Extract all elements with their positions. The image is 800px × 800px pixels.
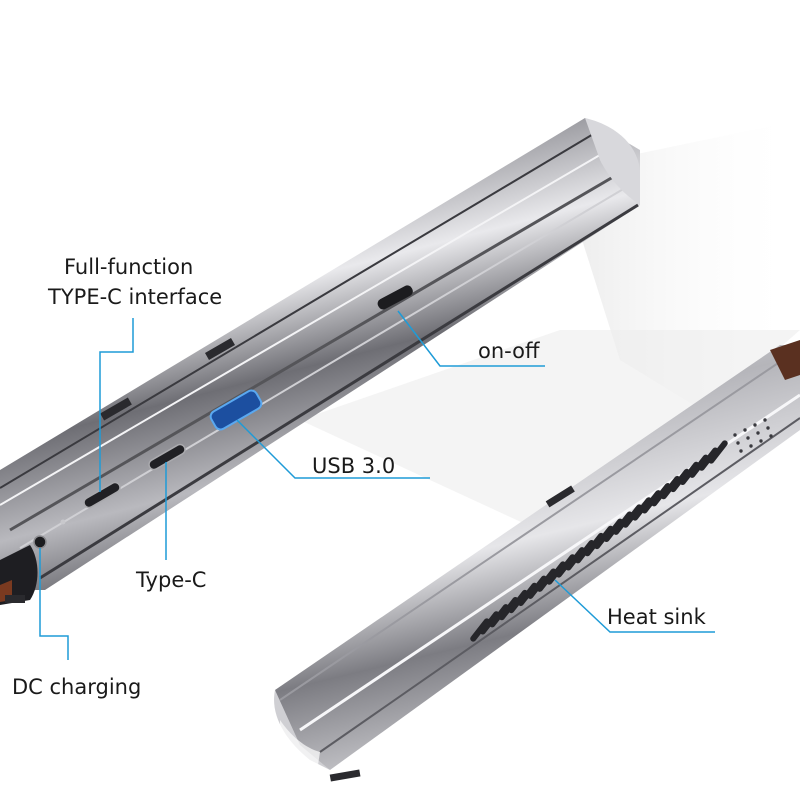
leader-on-off [397, 310, 545, 367]
leader-usb [236, 419, 430, 479]
label-heat-sink: Heat sink [607, 605, 706, 629]
label-on-off: on-off [478, 339, 540, 363]
device-shadow-2 [300, 330, 800, 540]
vent-slot [708, 440, 728, 464]
typec-port [148, 443, 186, 471]
usb-port [209, 389, 263, 431]
leader-dc-charging [39, 548, 69, 660]
label-typec: Type-C [136, 568, 207, 592]
label-usb: USB 3.0 [312, 454, 396, 478]
dc-port [33, 535, 47, 549]
label-typec-full-line2: TYPE-C interface [48, 285, 223, 309]
leader-typec-full [99, 318, 134, 492]
power-button [377, 285, 413, 310]
leader-heat-sink [554, 579, 715, 633]
speaker-grille [733, 418, 773, 453]
label-dc-charging: DC charging [12, 675, 142, 699]
heat-sink-vents [470, 440, 728, 642]
leader-lines [39, 310, 715, 660]
device-upper [0, 118, 640, 605]
led-indicator [60, 519, 66, 525]
label-typec-full-line1: Full-function [64, 255, 194, 279]
